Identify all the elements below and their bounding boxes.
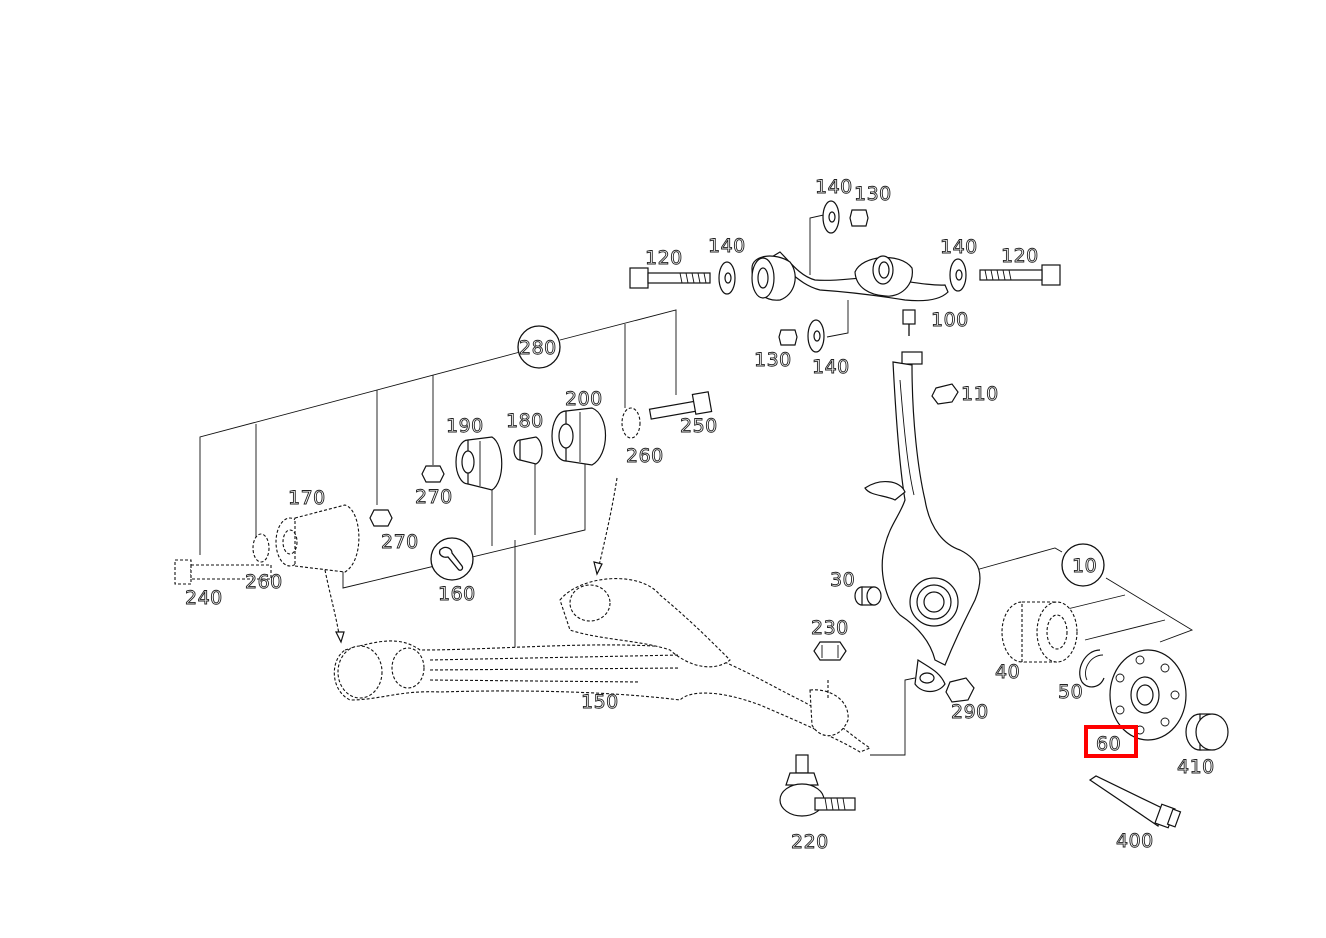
label-260-left[interactable]: 260 bbox=[245, 571, 283, 594]
bushing-200 bbox=[551, 407, 606, 466]
label-150[interactable]: 150 bbox=[581, 691, 619, 714]
label-50[interactable]: 50 bbox=[1058, 681, 1084, 704]
wheel-bearing-40 bbox=[1001, 601, 1078, 663]
group-circle-280 bbox=[517, 325, 561, 369]
upper-control-arm bbox=[751, 251, 949, 336]
ball-joint-220 bbox=[779, 754, 856, 817]
torque-wrench-160-icon bbox=[430, 537, 474, 581]
lower-control-arm-150 bbox=[333, 578, 872, 753]
label-410[interactable]: 410 bbox=[1177, 756, 1215, 779]
bushing-170 bbox=[275, 504, 360, 573]
label-260-right[interactable]: 260 bbox=[626, 445, 664, 468]
hub-cap-410 bbox=[1185, 713, 1229, 751]
label-130-bottom[interactable]: 130 bbox=[754, 349, 792, 372]
group-circle-10 bbox=[1061, 543, 1105, 587]
highlight-box-part-60 bbox=[1084, 725, 1138, 758]
label-100[interactable]: 100 bbox=[931, 309, 969, 332]
label-400[interactable]: 400 bbox=[1116, 830, 1154, 853]
label-250[interactable]: 250 bbox=[680, 415, 718, 438]
label-110[interactable]: 110 bbox=[961, 383, 999, 406]
wheel-hub-60 bbox=[1109, 649, 1187, 741]
label-30[interactable]: 30 bbox=[830, 569, 856, 592]
label-230[interactable]: 230 bbox=[811, 617, 849, 640]
label-220[interactable]: 220 bbox=[791, 831, 829, 854]
label-270-upper[interactable]: 270 bbox=[415, 486, 453, 509]
steering-knuckle bbox=[864, 351, 981, 693]
label-140-right[interactable]: 140 bbox=[940, 236, 978, 259]
bolt-240 bbox=[174, 559, 272, 585]
label-40[interactable]: 40 bbox=[995, 661, 1021, 684]
washer-140 bbox=[718, 200, 967, 353]
label-280[interactable]: 280 bbox=[519, 337, 557, 360]
nut-270 bbox=[369, 465, 445, 527]
washer-260 bbox=[252, 407, 641, 563]
label-270-lower[interactable]: 270 bbox=[381, 531, 419, 554]
label-60[interactable]: 60 bbox=[1096, 733, 1122, 756]
label-140-bottom[interactable]: 140 bbox=[812, 356, 850, 379]
leader-lines bbox=[199, 213, 1194, 756]
bolt-120-left bbox=[629, 267, 711, 289]
part-labels: 10 30 40 50 60 100 110 120 120 130 130 1… bbox=[185, 176, 1215, 854]
bushing-190 bbox=[455, 436, 503, 491]
nut-110 bbox=[931, 383, 959, 405]
bolt-250 bbox=[648, 391, 713, 420]
label-180[interactable]: 180 bbox=[506, 410, 544, 433]
bolt-120-right bbox=[979, 264, 1061, 286]
label-130-top[interactable]: 130 bbox=[854, 183, 892, 206]
label-190[interactable]: 190 bbox=[446, 415, 484, 438]
label-160[interactable]: 160 bbox=[438, 583, 476, 606]
grease-tube-400 bbox=[1088, 775, 1182, 829]
label-120-right[interactable]: 120 bbox=[1001, 245, 1039, 268]
label-10[interactable]: 10 bbox=[1072, 555, 1098, 578]
label-200[interactable]: 200 bbox=[565, 388, 603, 411]
label-240[interactable]: 240 bbox=[185, 587, 223, 610]
circlip-50 bbox=[1079, 649, 1105, 688]
label-170[interactable]: 170 bbox=[288, 487, 326, 510]
label-140-left[interactable]: 140 bbox=[708, 235, 746, 258]
bushing-180 bbox=[513, 436, 543, 465]
nut-230 bbox=[813, 641, 847, 661]
bushing-30 bbox=[854, 586, 882, 606]
label-120-left[interactable]: 120 bbox=[645, 247, 683, 270]
assembly-arrows bbox=[324, 477, 618, 644]
label-290[interactable]: 290 bbox=[951, 701, 989, 724]
nut-130 bbox=[778, 209, 869, 346]
nut-290 bbox=[945, 677, 975, 703]
label-140-top[interactable]: 140 bbox=[815, 176, 853, 199]
